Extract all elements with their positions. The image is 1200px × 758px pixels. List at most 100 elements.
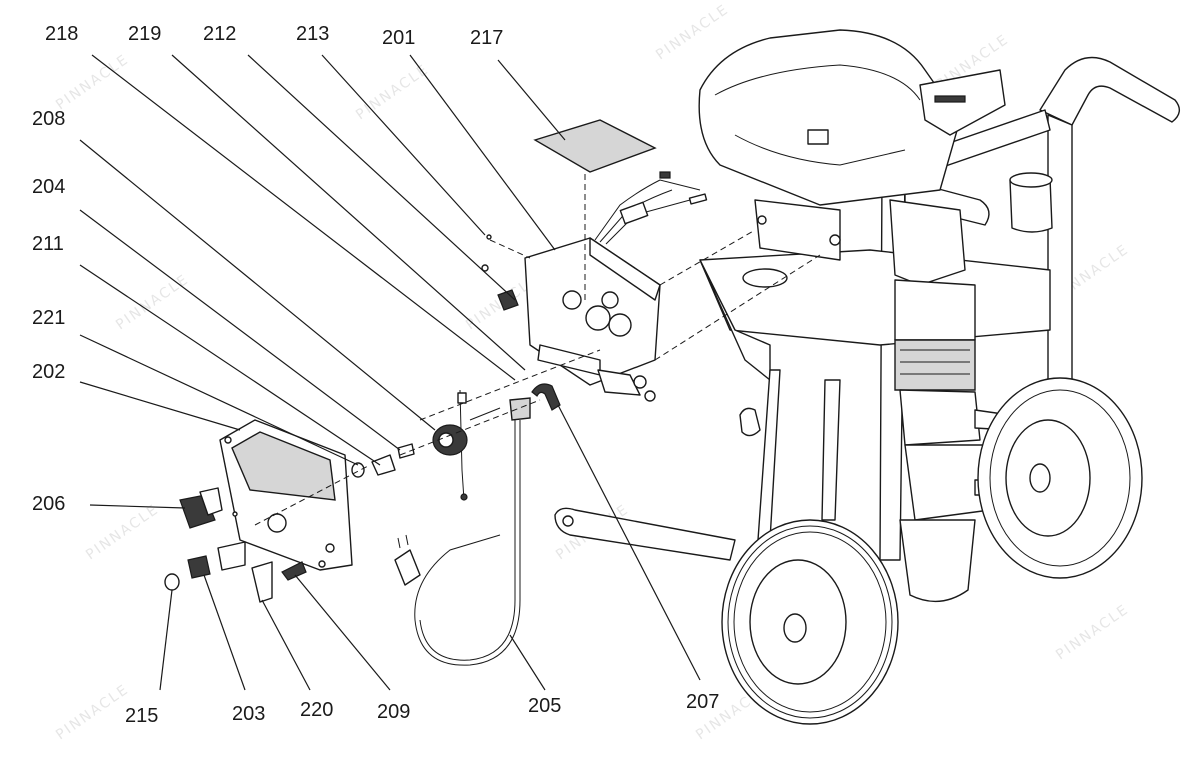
leader-206: [89, 504, 186, 509]
part-219-ground-lead: [459, 389, 465, 501]
leader-221: [79, 334, 359, 466]
watermark-text: PINNACLE: [53, 51, 132, 113]
callout-labels: 218 219 212 213 201 217 208 204 211 221 …: [32, 23, 719, 727]
frame-hole: [742, 268, 788, 288]
leader-205: [509, 634, 546, 691]
part-209-bushing: [281, 561, 307, 581]
pump-lower-body: [899, 389, 981, 446]
watermark-text: PINNACLE: [83, 501, 162, 563]
motor-housing: [698, 29, 961, 206]
axle-hole: [562, 515, 574, 527]
callout-205: 205: [528, 695, 561, 717]
callout-219: 219: [128, 23, 161, 45]
assembly-line: [254, 464, 371, 526]
leader-211: [79, 264, 381, 466]
enclosure-screw: [633, 375, 647, 389]
part-213-screw: [486, 234, 492, 240]
lead-terminal: [457, 392, 467, 404]
callout-217: 217: [470, 27, 503, 49]
callout-201: 201: [382, 27, 415, 49]
wire-terminal: [659, 171, 671, 179]
part-221-potentiometer: [371, 454, 396, 476]
leader-202: [79, 381, 241, 431]
callout-213: 213: [296, 23, 329, 45]
leader-207: [557, 404, 701, 681]
control-display: [934, 95, 966, 103]
part-215-lens: [164, 573, 180, 591]
callout-203: 203: [232, 703, 265, 725]
watermark-text: PINNACLE: [1053, 601, 1132, 663]
enclosure-port: [562, 290, 582, 310]
callout-221: 221: [32, 307, 65, 329]
cup-holder-rim: [1009, 172, 1053, 188]
front-wheel-axle: [783, 613, 807, 643]
gasket-plate: [217, 541, 246, 571]
rear-wheel-axle: [1029, 463, 1051, 493]
leader-213: [321, 54, 486, 236]
wire-harness: [594, 179, 701, 241]
exploded-parts: [164, 119, 821, 666]
callout-215: 215: [125, 705, 158, 727]
leader-220: [261, 599, 311, 691]
leader-lines: [79, 54, 701, 691]
pump-cylinder-rings: [900, 349, 970, 375]
leader-218: [91, 54, 516, 381]
part-218-screw: [469, 407, 501, 421]
watermark-text: PINNACLE: [353, 61, 432, 123]
motor-housing-ridge: [714, 64, 921, 101]
enclosure-port: [585, 305, 611, 331]
callout-204: 204: [32, 176, 65, 198]
sprayer-assembly: [554, 29, 1180, 725]
leader-203: [203, 574, 246, 691]
cord-strain-relief: [509, 397, 531, 421]
watermark-text: PINNACLE: [53, 681, 132, 743]
plug-prongs: [397, 534, 409, 549]
cup-holder: [1009, 177, 1053, 233]
drain-valve: [739, 407, 761, 437]
power-plug: [394, 549, 421, 586]
leader-209: [294, 574, 391, 691]
cover-screw: [325, 543, 335, 553]
cart-leg: [757, 369, 781, 541]
assembly-line: [489, 239, 531, 259]
cover-screw: [318, 560, 326, 568]
switch-rocker: [199, 487, 223, 516]
inlet-foot-valve: [899, 519, 976, 603]
part-220-plate: [251, 561, 273, 603]
part-211-nut: [397, 443, 415, 459]
leader-208: [79, 139, 436, 431]
part-205-power-cord: [414, 420, 521, 666]
pump-cylinder: [894, 339, 976, 391]
cover-screw: [224, 436, 232, 444]
leader-215: [159, 589, 173, 691]
motor-label: [807, 129, 829, 145]
part-205-power-cord: [419, 420, 516, 661]
lead-terminal: [460, 493, 468, 501]
assembly-line: [659, 229, 756, 286]
front-wheel-tread: [733, 531, 887, 713]
callout-202: 202: [32, 361, 65, 383]
callout-207: 207: [686, 691, 719, 713]
leader-201: [409, 54, 556, 251]
callout-218: 218: [45, 23, 78, 45]
enclosure-port: [601, 291, 619, 309]
mounting-stud: [757, 215, 767, 225]
leader-219: [171, 54, 526, 371]
mounting-stud: [829, 234, 841, 246]
part-207-hose-clamp: [531, 383, 561, 411]
callout-220: 220: [300, 699, 333, 721]
front-wheel-tread: [727, 525, 893, 719]
frame-side: [699, 259, 771, 381]
leader-217: [497, 59, 566, 141]
cart-leg: [821, 379, 841, 521]
callout-206: 206: [32, 493, 65, 515]
callout-212: 212: [203, 23, 236, 45]
wire-terminal: [688, 193, 708, 205]
leader-212: [247, 54, 516, 301]
leader-204: [79, 209, 401, 451]
enclosure-port: [608, 313, 632, 337]
part-217-label: [533, 119, 657, 173]
cover-screw: [232, 511, 238, 517]
enclosure-screw: [644, 390, 656, 402]
